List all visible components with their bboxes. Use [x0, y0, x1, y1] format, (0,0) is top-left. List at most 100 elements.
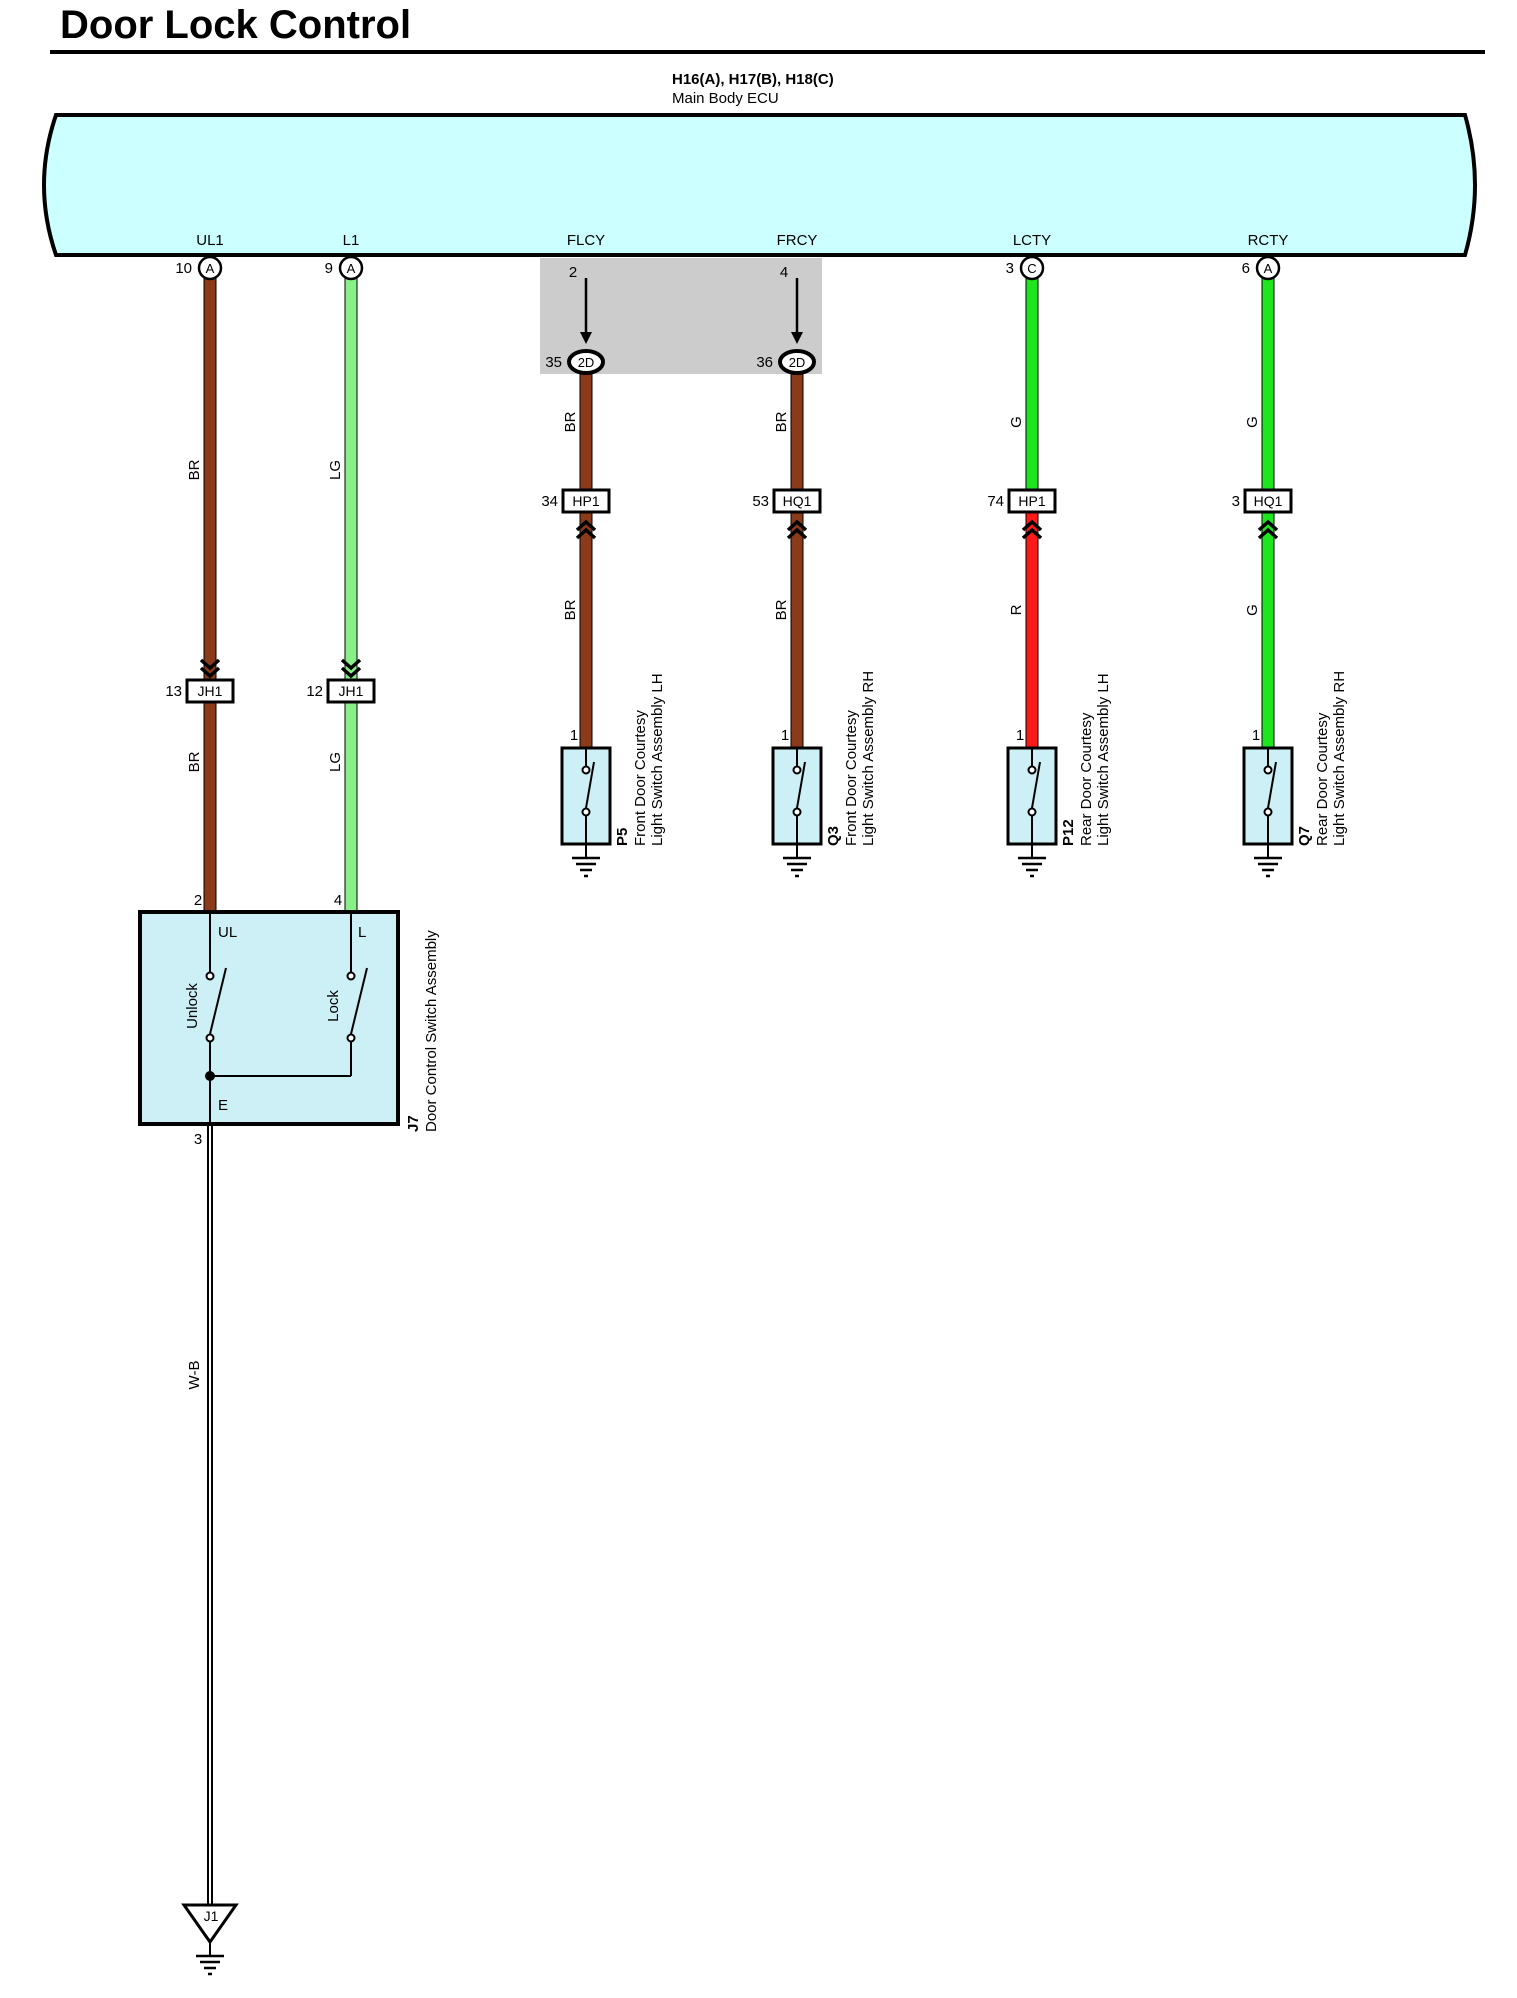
inline-conn-hp1-flcy: [561, 488, 611, 514]
terminal-name-ul1: UL1: [196, 232, 224, 249]
junction-pin-35: 35: [545, 354, 562, 371]
switch-pin-p5: 1: [570, 727, 578, 744]
wire-frcy: [790, 373, 804, 749]
wire-code-flcy-lower: BR: [562, 599, 579, 620]
dcs-box: [138, 910, 400, 1126]
inline-conn-hp1-lcty-label: HP1: [1018, 493, 1045, 509]
switch-name2-p5: Light Switch Assembly LH: [649, 673, 666, 846]
inline-connectors: JH1 13 JH1 12 HP1 34 HQ1 53 HP1 74 HQ1 3: [165, 488, 1293, 704]
pin-flcy: 2: [569, 264, 577, 281]
inline-conn-hq1-rcty: [1243, 488, 1293, 514]
switch-id-q7: Q7: [1296, 826, 1313, 846]
wire-lcty-upper: [1025, 277, 1039, 499]
terminal-name-flcy: FLCY: [567, 232, 605, 249]
inline-conn-hq1-frcy-pin: 53: [752, 493, 769, 510]
switch-name2-p12: Light Switch Assembly LH: [1095, 673, 1112, 846]
dcs-pin-ul: 2: [194, 892, 202, 909]
junction-2d-right: [778, 349, 816, 375]
ground-symbol-icon: [194, 1940, 226, 1976]
conn-letter-l1: A: [347, 261, 356, 276]
wire-code-frcy-lower: BR: [773, 599, 790, 620]
conn-letter-ul1: A: [206, 261, 215, 276]
wire-code-lcty-upper: G: [1008, 416, 1025, 428]
wire-flcy: [579, 373, 593, 749]
conn-letter-rcty: A: [1264, 261, 1273, 276]
switch-name1-q3: Front Door Courtesy: [843, 710, 860, 846]
inline-conn-jh1-l: [326, 678, 376, 704]
inline-conn-hq1-rcty-pin: 3: [1232, 493, 1240, 510]
switch-id-q3: Q3: [825, 826, 842, 846]
wire-code-rcty-lower: G: [1244, 604, 1261, 616]
pin-frcy: 4: [780, 264, 788, 281]
pin-l1: 9: [325, 260, 333, 277]
wire-color-codes: BR BR LG LG BR BR BR BR G R G G W-B: [186, 411, 1261, 1389]
pin-ul1: 10: [175, 260, 192, 277]
courtesy-switch-q7: 1 Q7 Rear Door Courtesy Light Switch Ass…: [1242, 671, 1348, 878]
wire-code-l1-upper: LG: [327, 460, 344, 480]
frcy-arrow-icon: [791, 332, 803, 344]
wire-code-l1-lower: LG: [327, 752, 344, 772]
switch-id-p5: P5: [614, 828, 631, 846]
switch-name1-p12: Rear Door Courtesy: [1078, 712, 1095, 846]
switch-name2-q7: Light Switch Assembly RH: [1331, 671, 1348, 846]
inline-conn-hq1-frcy: [772, 488, 822, 514]
ground-point-j1: J1: [181, 1903, 239, 1976]
courtesy-switches: 1 P5 Front Door Courtesy Light Switch As…: [560, 671, 1348, 878]
switch-pin-p12: 1: [1016, 727, 1024, 744]
dcs-term-ul: UL: [218, 924, 237, 941]
dcs-name: Door Control Switch Assembly: [423, 930, 440, 1132]
terminal-name-lcty: LCTY: [1013, 232, 1051, 249]
inline-conn-hq1-rcty-label: HQ1: [1254, 493, 1283, 509]
conn-circle-lcty: [1019, 255, 1045, 281]
wire-code-flcy-upper: BR: [562, 411, 579, 432]
junction-label-right: 2D: [789, 355, 806, 370]
ground-triangle-icon: [181, 1903, 239, 1945]
switch-pin-q3: 1: [781, 727, 789, 744]
terminal-name-l1: L1: [343, 232, 360, 249]
courtesy-switch-p5: 1 P5 Front Door Courtesy Light Switch As…: [560, 673, 666, 878]
wire-code-ground: W-B: [186, 1361, 203, 1390]
junctions: 35 2D 36 2D: [545, 349, 816, 375]
ecu-pins: 10 A 9 A 2 4 3 C 6 A: [175, 255, 1281, 281]
dcs-unlock-label: Unlock: [184, 983, 201, 1029]
inline-conn-hp1-lcty: [1007, 488, 1057, 514]
door-control-switch-assembly: 2 4 UL L Unlock Lock E 3 J7 Door Control…: [138, 892, 440, 1148]
inline-conn-jh1-ul: [185, 678, 235, 704]
junction-2d-left: [567, 349, 605, 375]
junction-label-left: 2D: [578, 355, 595, 370]
courtesy-switch-p12: 1 P12 Rear Door Courtesy Light Switch As…: [1006, 673, 1112, 878]
terminal-name-rcty: RCTY: [1248, 232, 1289, 249]
pin-lcty: 3: [1006, 260, 1014, 277]
conn-letter-lcty: C: [1027, 261, 1036, 276]
inline-conn-hp1-flcy-pin: 34: [541, 493, 558, 510]
wire-code-lcty-lower: R: [1008, 604, 1025, 615]
inline-conn-jh1-ul-label: JH1: [198, 683, 223, 699]
wire-code-rcty-upper: G: [1244, 416, 1261, 428]
wire-code-frcy-upper: BR: [773, 411, 790, 432]
inline-conn-jh1-l-pin: 12: [306, 683, 323, 700]
conn-circle-l1: [338, 255, 364, 281]
courtesy-switch-q3: 1 Q3 Front Door Courtesy Light Switch As…: [771, 671, 877, 878]
switch-id-p12: P12: [1060, 819, 1077, 846]
switch-name1-q7: Rear Door Courtesy: [1314, 712, 1331, 846]
dcs-lock-label: Lock: [325, 990, 342, 1022]
ecu-connectors-label: H16(A), H17(B), H18(C): [672, 71, 834, 88]
wire-ul1: [203, 277, 217, 913]
inline-conn-jh1-l-label: JH1: [339, 683, 364, 699]
conn-circle-rcty: [1255, 255, 1281, 281]
inline-conn-hq1-frcy-label: HQ1: [783, 493, 812, 509]
switch-name1-p5: Front Door Courtesy: [632, 710, 649, 846]
dcs-node: [205, 1071, 215, 1081]
terminal-name-frcy: FRCY: [777, 232, 818, 249]
junction-pin-36: 36: [756, 354, 773, 371]
inline-conn-jh1-ul-pin: 13: [165, 683, 182, 700]
page-title: Door Lock Control: [60, 3, 411, 47]
wire-lcty-lower: [1025, 509, 1039, 749]
switch-pin-q7: 1: [1252, 727, 1260, 744]
wire-code-ul1-upper: BR: [186, 459, 203, 480]
wire-code-ul1-lower: BR: [186, 751, 203, 772]
pin-rcty: 6: [1242, 260, 1250, 277]
dcs-term-l: L: [358, 924, 366, 941]
dcs-id: J7: [405, 1115, 422, 1132]
